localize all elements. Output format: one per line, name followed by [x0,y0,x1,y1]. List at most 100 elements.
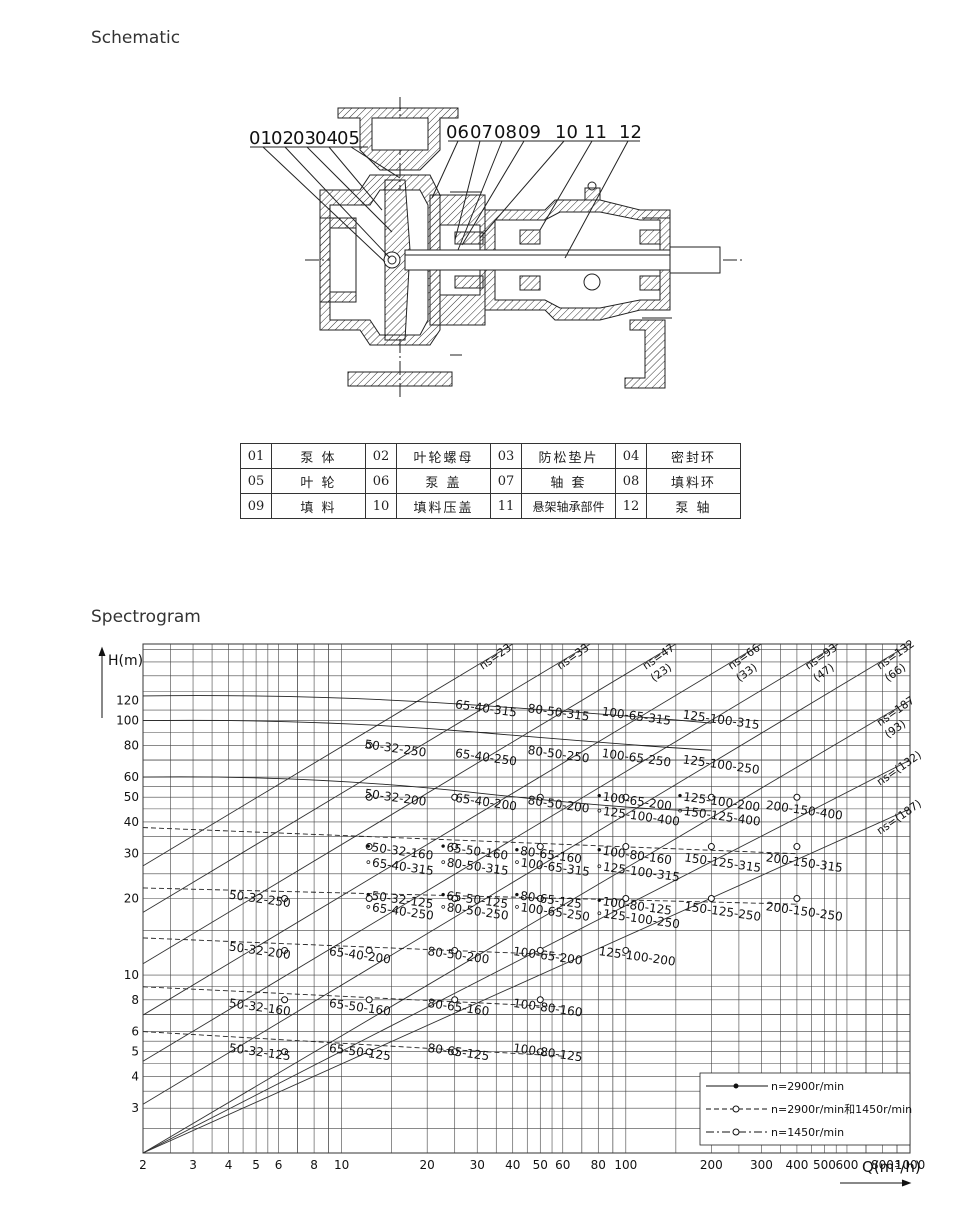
callout-06: 06 [446,122,469,143]
model-zone-label: 65-40-250 [454,746,517,769]
performance-curve [142,986,563,1008]
operating-point-marker [451,895,459,902]
x-tick-label: 3 [189,1158,197,1172]
performance-curve [142,776,712,812]
model-zone-label: 65-40-200 [328,944,391,967]
callout-07: 07 [470,122,493,143]
specific-speed-label: ns=23 [477,641,514,672]
x-tick-label: 600 [836,1158,859,1172]
model-zone-label: 200-150-315 [765,850,844,875]
operating-point-marker [707,895,715,902]
y-tick-label: 3 [131,1101,139,1115]
part-name: 填料环 [646,468,741,494]
x-tick-label: 60 [555,1158,570,1172]
y-tick-label: 40 [124,815,139,829]
table-row: 09 填 料 10 填料压盖 11 悬架轴承部件 12 泵 轴 [240,493,741,519]
operating-point-marker [281,946,289,954]
model-zone-label: 150-125-250 [683,899,762,924]
x-tick-label: 400 [785,1158,808,1172]
operating-point-marker [451,996,459,1004]
operating-point-marker [451,843,459,851]
callout-11: 11 [584,122,607,143]
model-zone-label: 100-65-315 [601,704,672,728]
y-tick-label: 5 [131,1045,139,1059]
operating-point-marker [536,793,544,801]
model-zone-label: 80-50-250 [527,743,590,766]
part-name: 填料压盖 [396,493,491,519]
y-tick-label: 60 [124,770,139,784]
model-zone-label: 200-150-400 [765,798,844,823]
operating-point-marker [622,895,630,902]
pump-cross-section-drawing: 01 02 03 04 05 06 07 08 09 10 11 12 [249,97,745,398]
model-zone-label: 125-100-250 [682,752,761,777]
part-number: 07 [490,468,522,494]
performance-curve [142,827,797,855]
model-zone-label: 80-65-160 [427,996,490,1019]
y-tick-label: 20 [124,892,139,906]
part-number: 08 [615,468,647,494]
model-zone-label: 150-125-315 [683,850,762,875]
x-tick-label: 5 [252,1158,260,1172]
parts-table: 01 泵 体 02 叶轮螺母 03 防松垫片 04 密封环 05 叶 轮 06 … [240,443,741,519]
operating-point-marker [707,843,715,851]
specific-speed-line [142,643,677,965]
x-tick-label: 2 [139,1158,147,1172]
x-axis-label: Q(m³/h) [862,1158,921,1176]
callout-04: 04 [315,128,338,149]
model-zone-label: 200-150-250 [765,899,844,924]
performance-curve [142,695,712,724]
operating-point-marker [793,843,801,851]
part-name: 密封环 [646,443,741,469]
part-name: 防松垫片 [521,443,616,469]
performance-curve [142,937,563,956]
model-zone-label: 50-32-200 [364,786,427,809]
performance-curve [142,719,712,751]
y-tick-label: 8 [131,993,139,1007]
model-zone-label: 125-100-315 [682,708,761,733]
model-zone-label: 125-100-200 [598,944,677,969]
x-tick-label: 30 [470,1158,485,1172]
callout-02: 02 [271,128,294,149]
operating-point-marker [365,741,373,749]
operating-point-marker [707,793,715,801]
x-tick-label: 200 [700,1158,723,1172]
legend-marker [733,1083,739,1089]
callout-12: 12 [619,122,642,143]
operating-point-marker [365,793,373,801]
operating-point-marker [536,895,544,902]
part-name: 轴 套 [521,468,616,494]
performance-curve [142,887,797,905]
callout-05: 05 [337,128,360,149]
operating-point-marker [451,1048,459,1056]
operating-point-marker [622,793,630,801]
y-tick-label: 120 [116,693,139,707]
x-tick-label: 10 [334,1158,349,1172]
part-name: 泵 盖 [396,468,491,494]
x-tick-label: 100 [614,1158,637,1172]
specific-speed-line [142,700,911,1154]
y-tick-label: 6 [131,1025,139,1039]
model-zone-label: 65-50-125 [328,1041,391,1064]
x-tick-label: 300 [750,1158,773,1172]
operating-point-marker [536,946,544,954]
model-zone-label: 65-50-160 [328,996,391,1019]
model-zone-label: 50-32-250 [364,737,427,760]
part-name: 叶轮螺母 [396,443,491,469]
callout-03: 03 [293,128,316,149]
x-tick-label: 500 [813,1158,836,1172]
model-zone-label: 80-50-200 [427,944,490,967]
y-axis-label: H(m) [108,653,143,669]
table-row: 01 泵 体 02 叶轮螺母 03 防松垫片 04 密封环 [240,443,741,469]
part-name: 填 料 [271,493,366,519]
specific-speed-line [142,643,513,867]
operating-point-marker [793,793,801,801]
operating-point-marker [281,996,289,1004]
model-zone-label: 50-32-125 [228,1041,291,1064]
x-tick-label: 50 [533,1158,548,1172]
operating-point-marker [451,793,459,801]
x-tick-label: 80 [591,1158,606,1172]
legend-marker [732,1128,740,1136]
specific-speed-label: ns=(132) [874,748,924,788]
callout-01: 01 [249,128,272,149]
operating-point-marker [365,895,373,902]
